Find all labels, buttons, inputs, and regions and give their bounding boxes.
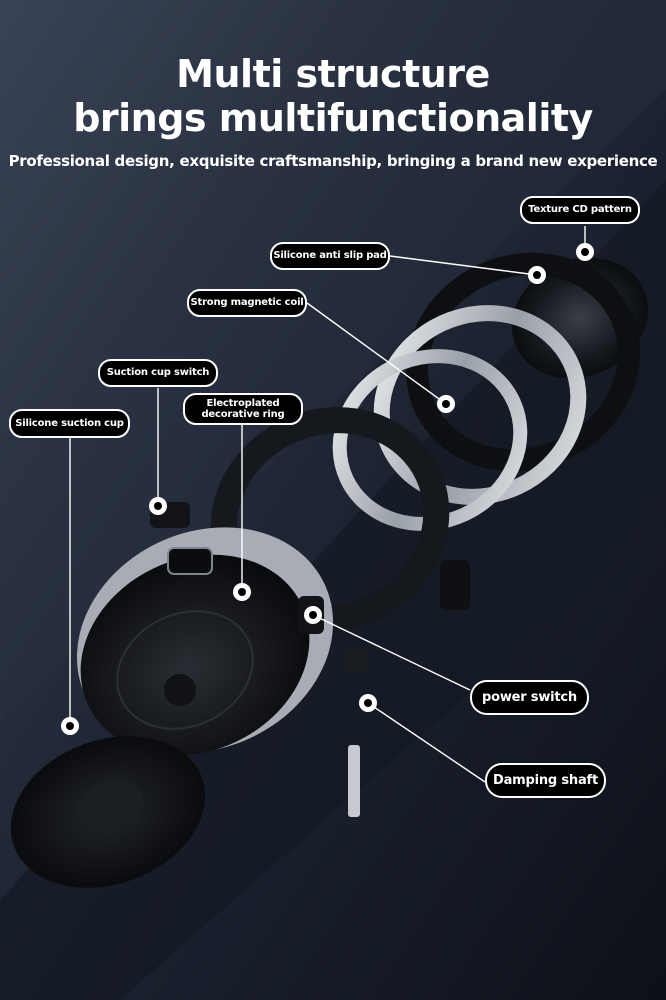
body-knob: [164, 674, 196, 706]
mount-body-inner: [116, 610, 254, 730]
callout-silicone-anti-slip-pad: Silicone anti slip pad: [270, 242, 390, 270]
callout-damping-shaft: Damping shaft: [485, 763, 606, 798]
callout-suction-cup-switch: Suction cup switch: [98, 359, 218, 387]
callout-electroplated-line1: Electroplated: [206, 398, 280, 409]
callout-line-power: [312, 614, 471, 691]
magnetic-coil-ring-2: [332, 349, 528, 531]
headline-line2: brings multifunctionality: [73, 96, 593, 140]
callout-power-switch: power switch: [470, 680, 589, 715]
damping-shaft: [348, 745, 360, 817]
callout-strong-magnetic-coil: Strong magnetic coil: [187, 289, 307, 317]
hinge-block: [440, 560, 470, 610]
callout-silicone-suction-cup: Silicone suction cup: [9, 409, 130, 438]
callout-texture-cd-pattern: Texture CD pattern: [520, 196, 640, 224]
callout-line-damping: [367, 702, 486, 783]
suction-cup-center: [76, 778, 144, 834]
subheadline: Professional design, exquisite craftsman…: [8, 152, 658, 170]
callout-line-coil: [306, 302, 447, 405]
mount-body: [80, 554, 310, 756]
callout-electroplated-decorative-ring: Electroplated decorative ring: [183, 393, 303, 425]
headline-line1: Multi structure: [176, 52, 490, 96]
body-slot: [167, 547, 213, 575]
callout-line-pad: [389, 255, 538, 276]
damping-shaft-top: [344, 648, 368, 672]
callout-electroplated-line2: decorative ring: [201, 409, 285, 420]
